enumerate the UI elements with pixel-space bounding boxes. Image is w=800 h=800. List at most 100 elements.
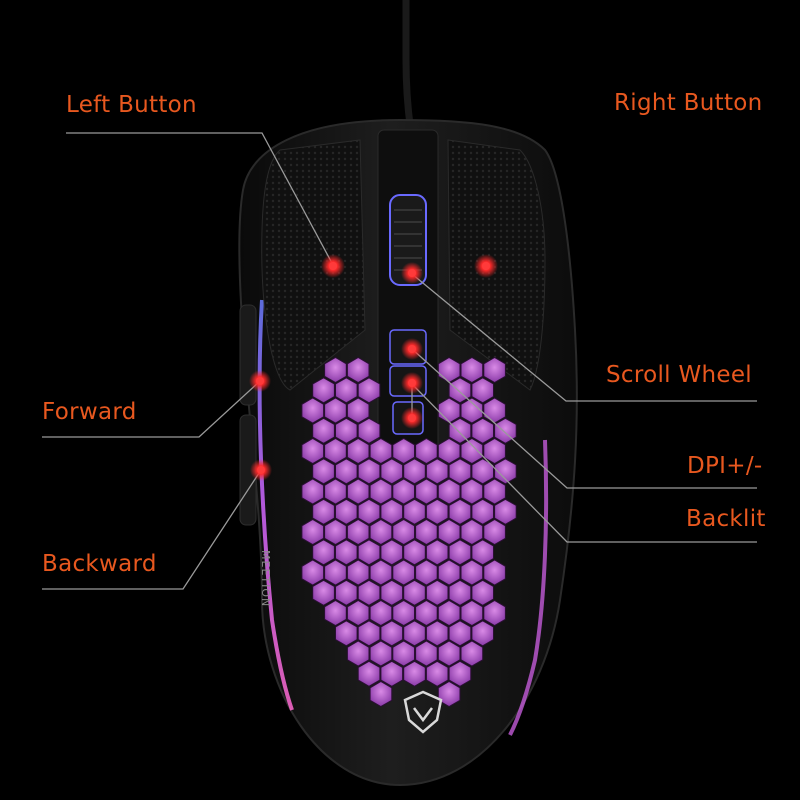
honeycomb-cell: [380, 660, 404, 687]
honeycomb-cell: [471, 498, 494, 525]
honeycomb-cell: [335, 498, 358, 525]
honeycomb-cell: [471, 377, 494, 404]
honeycomb-cell: [471, 579, 494, 606]
honeycomb-cell: [425, 458, 449, 485]
honeycomb-cell: [357, 377, 381, 404]
label-scroll-wheel: Scroll Wheel: [606, 362, 752, 388]
label-right-button: Right Button: [614, 90, 763, 116]
honeycomb-cell: [346, 599, 370, 627]
honeycomb-cell: [346, 640, 370, 667]
honeycomb-cell: [494, 458, 517, 485]
honeycomb-cell: [460, 397, 484, 424]
honeycomb-cell: [471, 458, 494, 485]
honeycomb-cell: [460, 640, 484, 667]
honeycomb-cell: [425, 620, 449, 647]
honeycomb-cell: [369, 599, 393, 627]
honeycomb-cell: [415, 437, 438, 465]
honeycomb-cell: [324, 599, 347, 627]
honeycomb-cell: [448, 579, 472, 606]
honeycomb-cell: [380, 458, 404, 485]
honeycomb-cell: [380, 498, 404, 525]
honeycomb-cell: [324, 437, 347, 465]
brand-text: MEETION: [259, 550, 272, 607]
leader-lines: [42, 132, 757, 590]
honeycomb-cell: [403, 458, 426, 485]
honeycomb-cell: [369, 518, 393, 546]
honeycomb-cell: [415, 640, 438, 667]
honeycomb-cell: [437, 478, 461, 505]
leader-backward: [42, 469, 262, 590]
brand-logo: [403, 690, 443, 734]
honeycomb-cell: [403, 620, 426, 647]
label-backlit: Backlit: [686, 506, 766, 532]
honeycomb-cell: [392, 640, 415, 667]
honeycomb-cell: [483, 599, 506, 627]
honeycomb-cell: [324, 356, 347, 384]
honeycomb-pattern: [301, 356, 517, 708]
honeycomb-cell: [392, 599, 415, 627]
honeycomb-cell: [460, 437, 484, 465]
honeycomb-cell: [483, 559, 506, 586]
honeycomb-cell: [312, 579, 335, 606]
honeycomb-cell: [448, 458, 472, 485]
honeycomb-cell: [312, 377, 335, 404]
honeycomb-cell: [380, 539, 404, 566]
honeycomb-cell: [312, 417, 335, 444]
label-dpi: DPI+/-: [687, 453, 763, 479]
honeycomb-cell: [324, 478, 347, 505]
honeycomb-cell: [346, 559, 370, 586]
honeycomb-cell: [425, 660, 449, 687]
honeycomb-cell: [392, 518, 415, 546]
honeycomb-cell: [324, 559, 347, 586]
honeycomb-cell: [335, 579, 358, 606]
honeycomb-cell: [357, 539, 381, 566]
honeycomb-cell: [460, 599, 484, 627]
honeycomb-cell: [471, 417, 494, 444]
honeycomb-cell: [471, 539, 494, 566]
honeycomb-cell: [460, 356, 484, 384]
honeycomb-cell: [335, 458, 358, 485]
leader-backlit: [411, 382, 757, 543]
honeycomb-cell: [437, 518, 461, 546]
hotspots: [249, 254, 498, 481]
honeycomb-cell: [301, 559, 325, 586]
honeycomb-cell: [448, 539, 472, 566]
label-left-button: Left Button: [66, 92, 197, 118]
honeycomb-cell: [369, 640, 393, 667]
honeycomb-cell: [335, 539, 358, 566]
honeycomb-cell: [437, 356, 461, 384]
honeycomb-cell: [460, 478, 484, 505]
honeycomb-cell: [346, 437, 370, 465]
honeycomb-cell: [357, 417, 381, 444]
honeycomb-cell: [483, 356, 506, 384]
honeycomb-cell: [312, 539, 335, 566]
scroll-wheel: [389, 194, 427, 286]
honeycomb-cell: [494, 498, 517, 525]
honeycomb-cell: [448, 660, 472, 687]
honeycomb-cell: [483, 518, 506, 546]
honeycomb-cell: [301, 397, 325, 424]
honeycomb-cell: [425, 498, 449, 525]
honeycomb-cell: [403, 660, 426, 687]
honeycomb-cell: [369, 478, 393, 505]
honeycomb-cell: [312, 498, 335, 525]
honeycomb-cell: [369, 437, 393, 465]
honeycomb-cell: [448, 417, 472, 444]
honeycomb-cell: [403, 579, 426, 606]
honeycomb-cell: [301, 478, 325, 505]
honeycomb-cell: [357, 579, 381, 606]
honeycomb-cell: [415, 518, 438, 546]
honeycomb-cell: [460, 518, 484, 546]
honeycomb-cell: [437, 437, 461, 465]
mouse-cable: [402, 0, 416, 141]
honeycomb-cell: [369, 680, 393, 708]
honeycomb-cell: [369, 559, 393, 586]
honeycomb-cell: [324, 397, 347, 424]
honeycomb-cell: [357, 660, 381, 687]
honeycomb-cell: [437, 680, 461, 708]
label-forward: Forward: [42, 399, 137, 425]
honeycomb-cell: [460, 559, 484, 586]
honeycomb-cell: [483, 397, 506, 424]
